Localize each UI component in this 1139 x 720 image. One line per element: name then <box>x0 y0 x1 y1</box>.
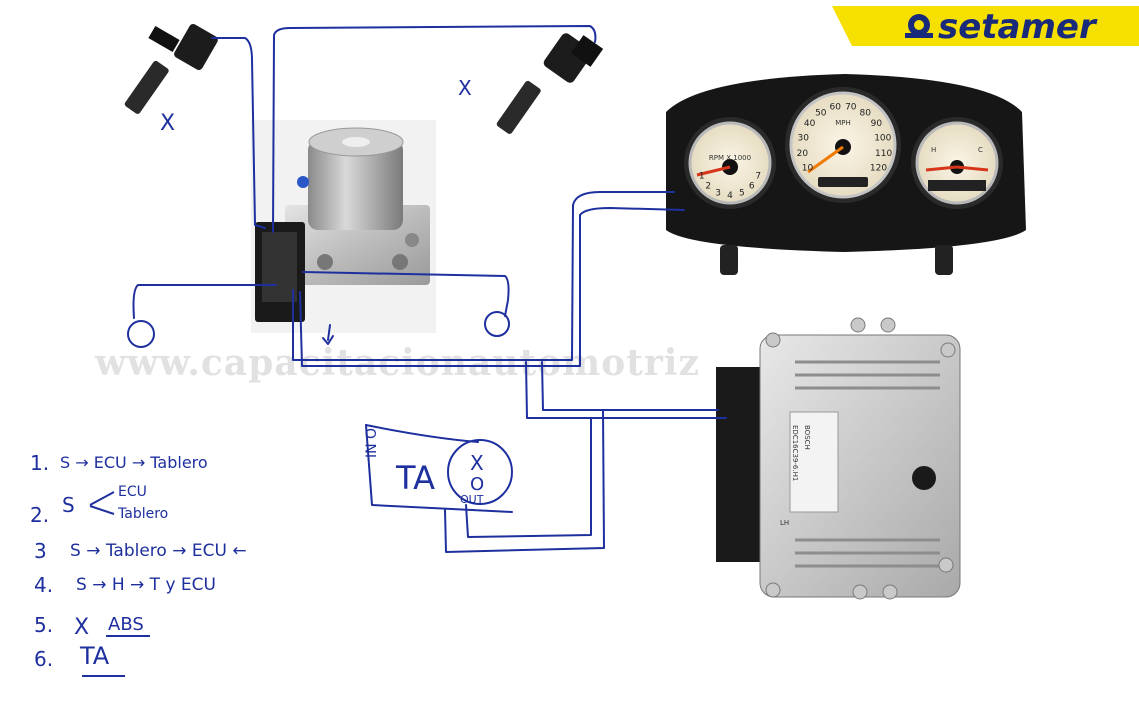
sensor-mark-left: X <box>160 111 175 136</box>
brand-banner: setamer <box>832 6 1139 47</box>
note-number: 3 <box>34 539 47 563</box>
note-number: 5. <box>34 613 53 637</box>
note-item: 3 S → Tablero → ECU ← <box>34 539 247 563</box>
brand-logo-icon <box>905 14 933 38</box>
note-text: S → ECU → Tablero <box>60 453 208 472</box>
note-text: TA <box>79 642 110 670</box>
ecu-code: EDC16C39-6.H1 <box>791 425 799 481</box>
notes-list: 1. S → ECU → Tablero 2. S ECU Tablero 3 … <box>30 451 247 677</box>
speedometer-number: 100 <box>874 133 891 143</box>
wheel-speed-sensor-left <box>124 24 218 114</box>
note-item: 1. S → ECU → Tablero <box>30 451 208 475</box>
speedometer-label: MPH <box>835 119 851 127</box>
note-item: 5. X ABS <box>34 613 150 640</box>
note-text: S <box>62 493 75 517</box>
tachometer-number: 1 <box>699 171 705 181</box>
ta-diagram: IN O TA X O OUT <box>364 428 484 506</box>
note-number: 1. <box>30 451 49 475</box>
speedometer-number: 90 <box>871 119 883 129</box>
note-text: S → Tablero → ECU ← <box>70 541 247 561</box>
tachometer-number: 2 <box>705 182 711 192</box>
tachometer-number: 4 <box>727 191 733 201</box>
note-strike-mark: X <box>74 615 89 640</box>
note-item: 6. TA <box>34 642 125 677</box>
tachometer-number: 7 <box>755 171 761 181</box>
ta-o-mark: O <box>470 474 484 495</box>
tachometer-number: 5 <box>739 189 745 199</box>
note-text: S → H → T y ECU <box>76 575 216 595</box>
speedometer-number: 80 <box>859 109 871 119</box>
speedometer-number: 10 <box>802 164 814 174</box>
ta-label: TA <box>395 459 435 497</box>
gauge-label-c: C <box>978 146 983 154</box>
speedometer-number: 110 <box>875 149 892 159</box>
speedometer-number: 120 <box>870 164 887 174</box>
fuel-temp-gauge: H C <box>911 117 1003 209</box>
watermark-text: www.capacitacionautomotriz <box>94 342 700 384</box>
ecu-tag: LH <box>780 519 789 527</box>
note-text: ABS <box>108 614 144 635</box>
ta-out-label: OUT <box>460 493 484 506</box>
brand-name: setamer <box>938 7 1098 47</box>
speedometer-number: 50 <box>815 109 827 119</box>
note-branch-b: Tablero <box>117 506 168 522</box>
sensor-mark-right: X <box>458 76 472 100</box>
speedometer-number: 30 <box>797 133 809 143</box>
tachometer-number: 6 <box>749 182 755 192</box>
note-number: 2. <box>30 503 49 527</box>
speedometer-number: 60 <box>829 103 841 113</box>
speedometer-number: 70 <box>845 103 857 113</box>
gauge-label-h: H <box>931 146 936 154</box>
note-item: 4. S → H → T y ECU <box>34 573 216 597</box>
speedometer-number: 40 <box>804 119 816 129</box>
ta-side-label: IN O <box>364 428 380 458</box>
wiring-lines <box>127 25 727 553</box>
note-number: 6. <box>34 647 53 671</box>
wheel-speed-sensor-right <box>496 33 604 134</box>
note-number: 4. <box>34 573 53 597</box>
tachometer-number: 3 <box>715 189 721 199</box>
ecu-maker: BOSCH <box>803 425 811 450</box>
abs-module <box>251 120 436 333</box>
speedometer-number: 20 <box>797 149 809 159</box>
note-item: 2. S ECU Tablero <box>30 484 168 527</box>
note-branch-a: ECU <box>118 484 147 500</box>
ecu-module: BOSCH EDC16C39-6.H1 LH <box>716 317 961 600</box>
ta-x-mark: X <box>470 451 484 475</box>
tachometer-label: RPM X 1000 <box>709 154 751 162</box>
